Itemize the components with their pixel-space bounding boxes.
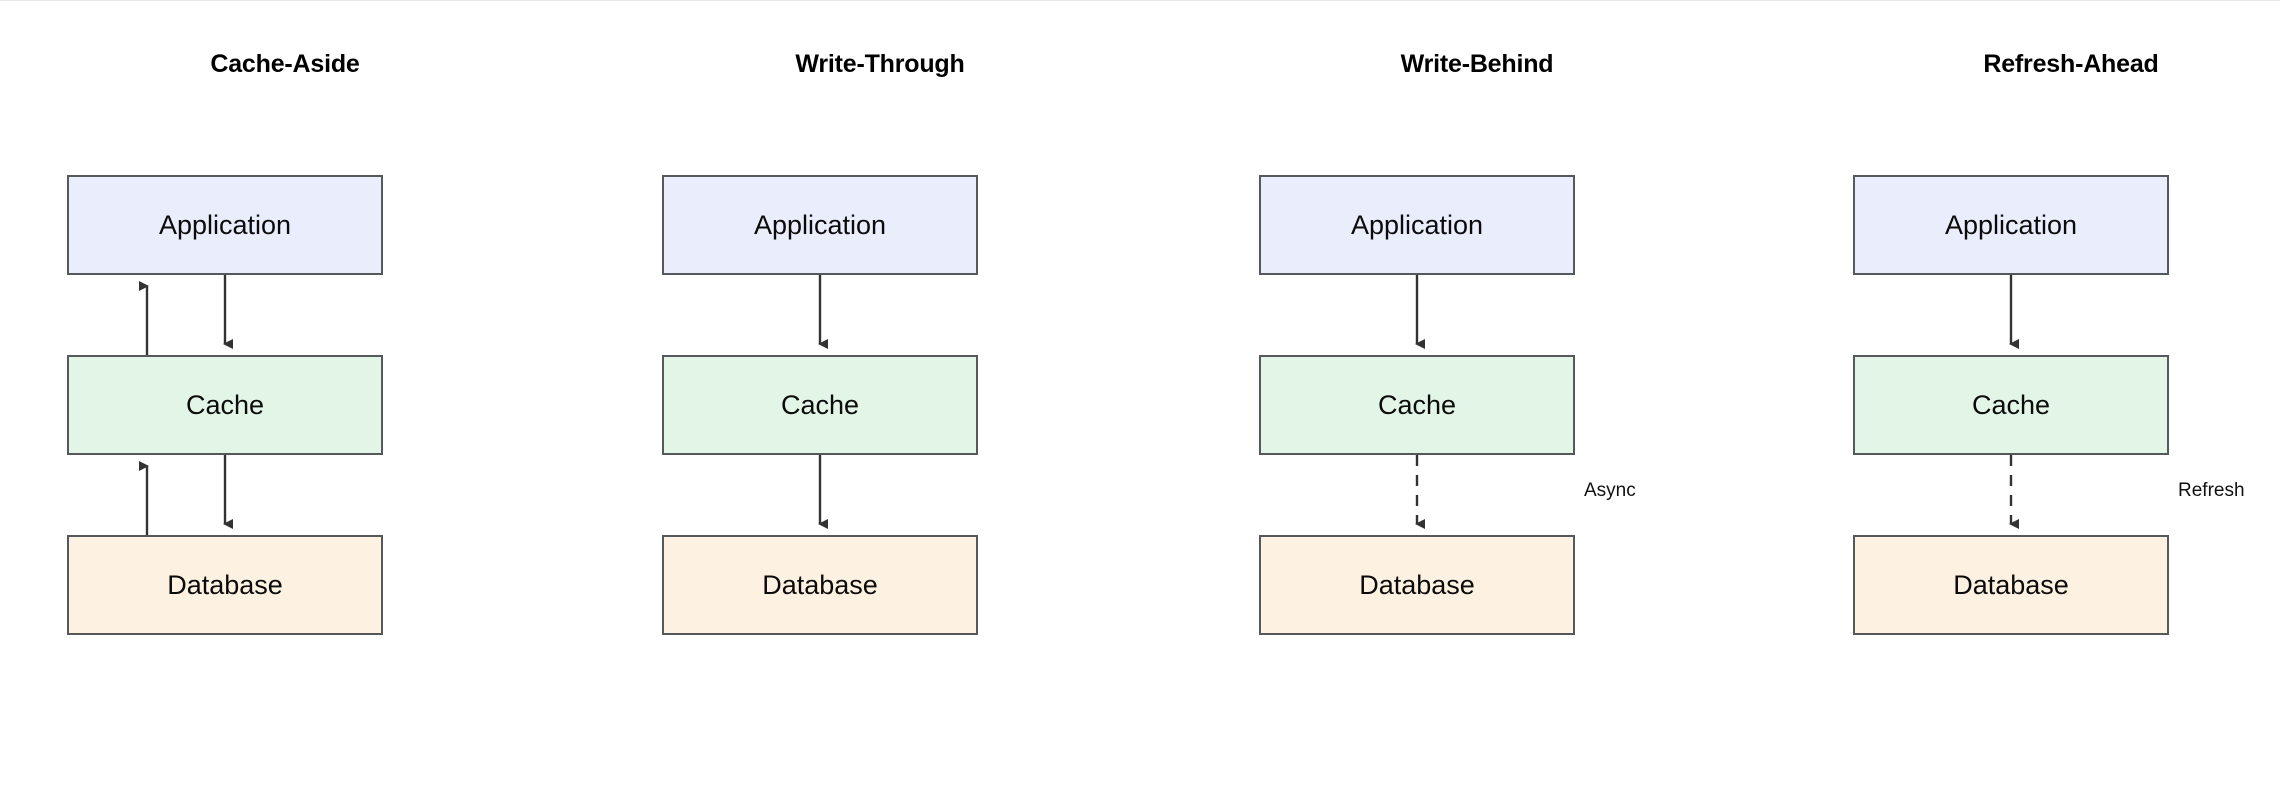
node-label: Database — [762, 569, 878, 600]
node-database-write-behind[interactable]: Database — [1259, 535, 1575, 635]
top-divider — [0, 0, 2280, 1]
node-cache-cache-aside[interactable]: Cache — [67, 355, 383, 455]
column-title-write-through: Write-Through — [795, 50, 965, 78]
pattern-column-cache-aside: Cache-Aside Application Cache — [0, 0, 570, 810]
node-application-write-through[interactable]: Application — [662, 175, 978, 275]
column-title-write-behind: Write-Behind — [1400, 50, 1554, 78]
edge-label-async: Async — [1584, 480, 1636, 501]
node-application-refresh-ahead[interactable]: Application — [1853, 175, 2169, 275]
node-label: Database — [1359, 569, 1475, 600]
edge-label-refresh: Refresh — [2178, 480, 2245, 501]
node-database-refresh-ahead[interactable]: Database — [1853, 535, 2169, 635]
node-label: Cache — [780, 389, 860, 420]
node-cache-write-behind[interactable]: Cache — [1259, 355, 1575, 455]
node-label: Application — [1944, 209, 2078, 240]
pattern-column-refresh-ahead: Refresh-Ahead Application Cache Database… — [1786, 0, 2280, 810]
node-label: Application — [158, 209, 292, 240]
pattern-column-write-through: Write-Through Application Cache Database — [595, 0, 1165, 810]
node-label: Application — [753, 209, 887, 240]
pattern-column-write-behind: Write-Behind Application Cache Database … — [1192, 0, 1762, 810]
node-label: Database — [1953, 569, 2069, 600]
column-title-refresh-ahead: Refresh-Ahead — [1983, 50, 2159, 78]
node-label: Cache — [1377, 389, 1457, 420]
node-application-write-behind[interactable]: Application — [1259, 175, 1575, 275]
node-application-cache-aside[interactable]: Application — [67, 175, 383, 275]
node-cache-write-through[interactable]: Cache — [662, 355, 978, 455]
node-label: Application — [1350, 209, 1484, 240]
node-label: Cache — [1971, 389, 2051, 420]
column-title-cache-aside: Cache-Aside — [210, 50, 360, 78]
node-label: Database — [167, 569, 283, 600]
node-cache-refresh-ahead[interactable]: Cache — [1853, 355, 2169, 455]
node-label: Cache — [185, 389, 265, 420]
node-database-write-through[interactable]: Database — [662, 535, 978, 635]
node-database-cache-aside[interactable]: Database — [67, 535, 383, 635]
